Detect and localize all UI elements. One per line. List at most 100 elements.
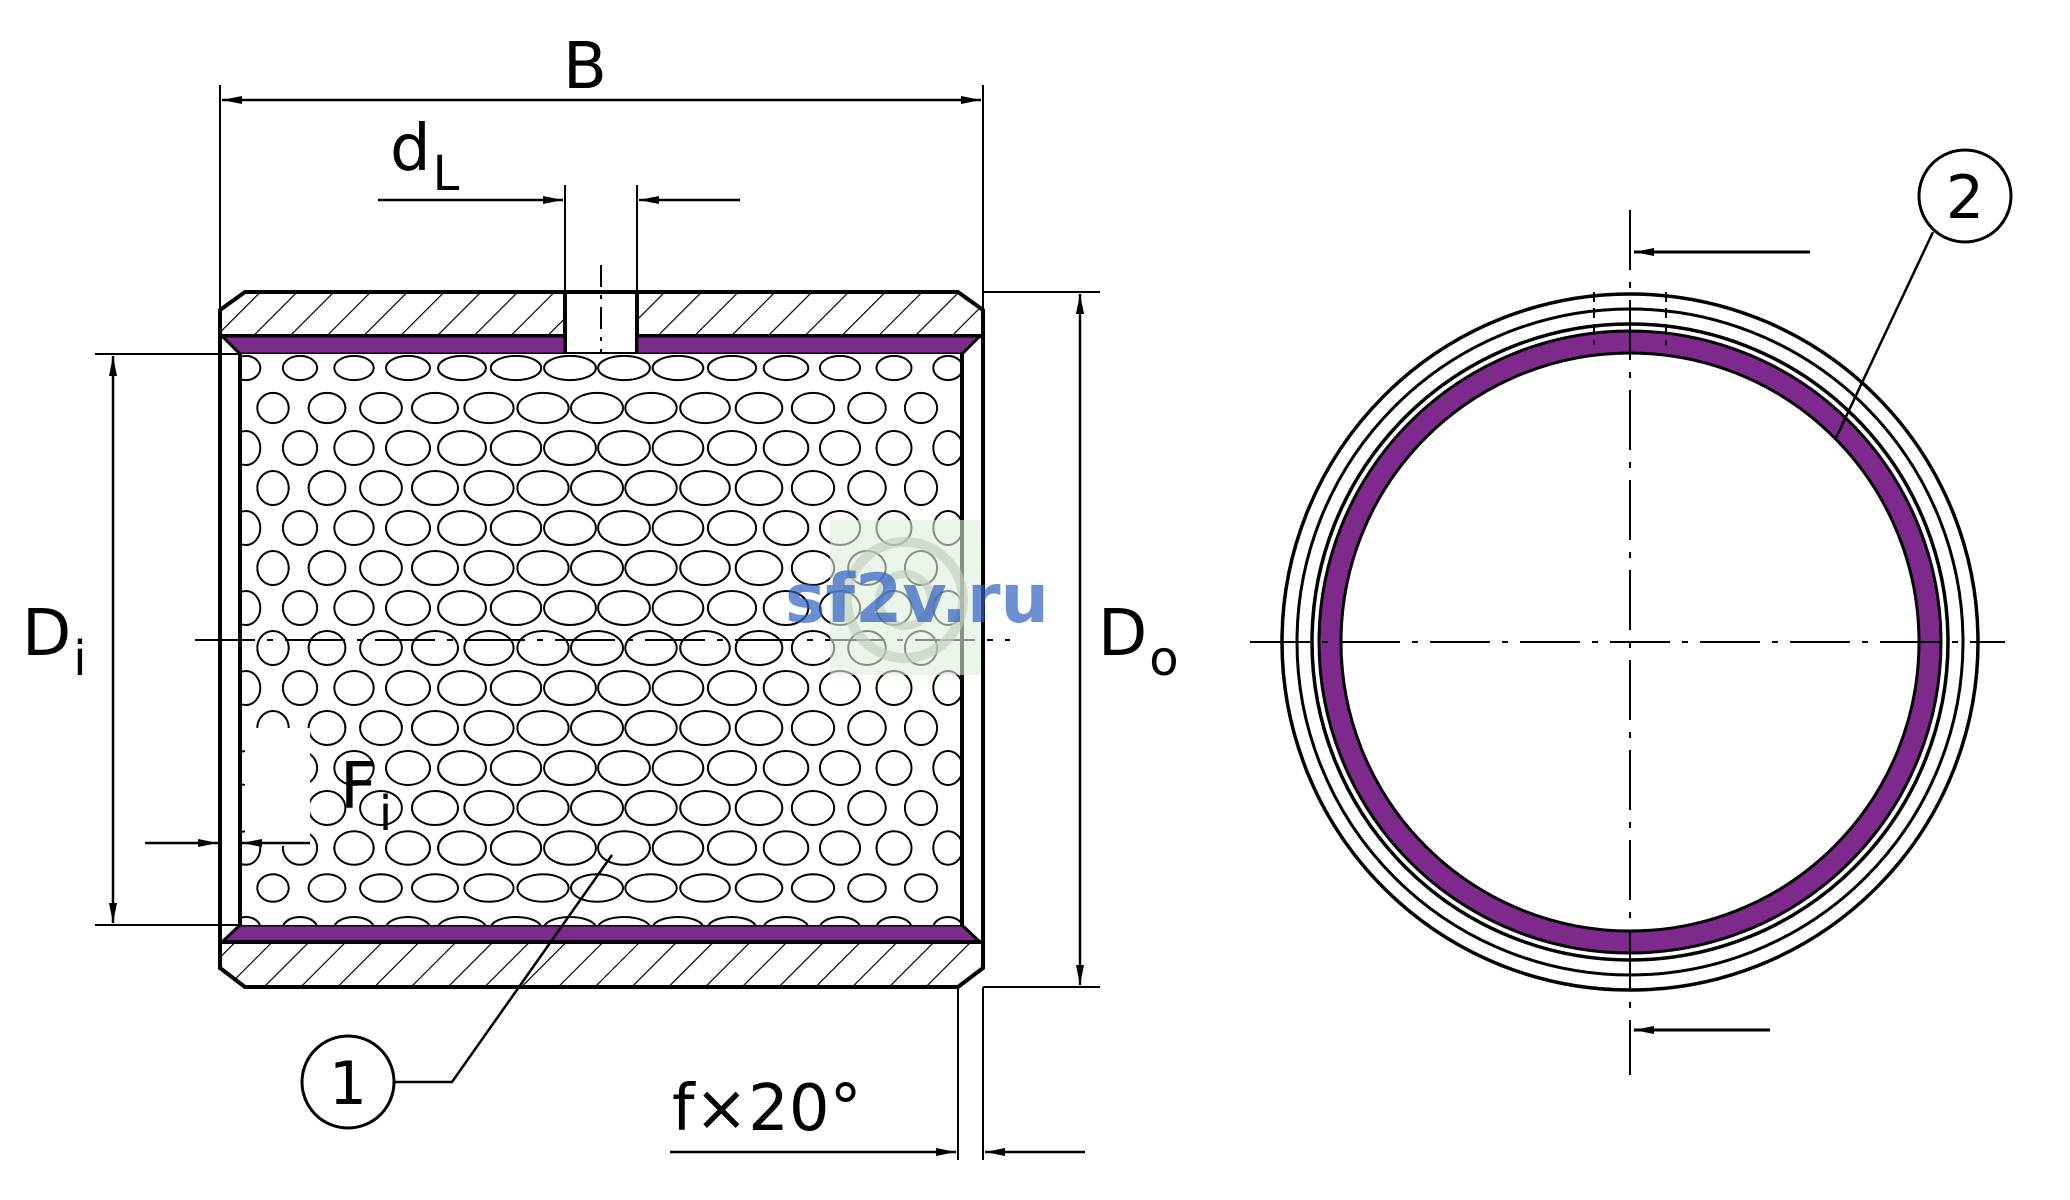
lube-pocket <box>762 750 810 786</box>
lube-pocket <box>240 670 262 706</box>
lube-pocket <box>359 790 403 826</box>
lube-pocket <box>597 830 651 866</box>
lube-pocket <box>679 790 731 826</box>
lube-pocket <box>543 670 597 706</box>
lube-pocket <box>734 630 784 666</box>
lube-pocket <box>359 873 403 903</box>
lube-pocket <box>818 830 862 866</box>
lube-pocket <box>411 720 450 746</box>
lube-pocket <box>543 830 597 866</box>
lube-pocket <box>734 710 784 746</box>
watermark-text: sf2v.ru <box>785 560 1049 639</box>
lube-pocket <box>256 470 290 506</box>
lube-pocket <box>489 670 543 706</box>
lube-pocket <box>597 510 651 546</box>
top-lining-right <box>635 334 984 356</box>
lube-pocket <box>679 630 731 666</box>
lube-pocket <box>359 470 403 506</box>
lube-pocket <box>762 830 810 866</box>
lube-pocket <box>333 916 375 925</box>
lube-pocket <box>734 550 784 586</box>
lube-pocket <box>281 355 319 382</box>
lube-pocket <box>570 550 624 586</box>
lube-pocket <box>875 355 913 382</box>
lube-pocket <box>310 753 319 783</box>
lube-pocket <box>516 710 570 746</box>
section-view <box>195 265 1010 989</box>
lube-pocket <box>624 470 678 506</box>
lube-pocket <box>333 830 375 850</box>
lube-pocket <box>570 790 624 826</box>
lube-pocket <box>624 710 678 746</box>
lube-pocket <box>490 916 542 925</box>
lube-pocket <box>411 630 459 666</box>
lube-pocket <box>489 590 543 626</box>
lube-pocket <box>281 590 319 626</box>
lube-pocket <box>489 830 543 866</box>
outer-chamfer-label: f×20° <box>672 1072 862 1146</box>
lube-pocket <box>489 750 543 786</box>
lube-pocket <box>516 550 570 586</box>
lube-pocket <box>240 355 262 382</box>
lube-pocket <box>763 916 809 925</box>
lube-pocket <box>597 430 651 466</box>
lube-pocket <box>307 873 347 903</box>
lube-pocket <box>706 830 758 866</box>
top-wall-left-hatch <box>218 290 567 338</box>
lube-pocket <box>463 550 515 586</box>
lube-pocket <box>385 750 431 786</box>
lube-pocket <box>597 916 651 925</box>
watermark <box>830 520 980 675</box>
lube-pocket <box>903 710 939 746</box>
lube-pocket <box>624 790 678 826</box>
lube-pocket <box>437 355 487 382</box>
lube-pocket <box>876 916 912 925</box>
lube-pocket <box>489 510 543 546</box>
lube-pocket <box>679 470 731 506</box>
callout-2-leader <box>1833 231 1935 441</box>
lube-pocket <box>359 550 403 586</box>
lube-pocket <box>734 873 784 903</box>
lube-pocket <box>875 750 913 786</box>
lube-pocket <box>875 830 913 866</box>
lube-pocket <box>734 470 784 506</box>
lube-pocket <box>762 510 810 546</box>
lube-pocket <box>679 550 731 586</box>
lube-pocket <box>543 590 597 626</box>
lube-pocket <box>543 750 597 786</box>
lube-pocket <box>875 430 913 466</box>
lube-pocket <box>516 630 570 666</box>
lube-pocket <box>411 550 459 586</box>
lube-pocket <box>819 916 861 925</box>
lube-pocket <box>385 510 431 546</box>
lube-pocket <box>385 830 431 850</box>
lube-pocket <box>847 790 887 826</box>
lube-pocket <box>489 430 543 466</box>
lube-pocket <box>818 750 862 786</box>
lube-pocket <box>333 430 375 466</box>
lube-pocket <box>932 430 960 466</box>
lube-pocket <box>385 430 431 466</box>
lube-pocket <box>437 670 487 706</box>
lube-pocket <box>240 430 262 466</box>
lube-pocket <box>281 430 319 466</box>
lube-pocket <box>240 510 262 546</box>
lube-pocket <box>651 510 705 546</box>
lube-pocket <box>411 873 459 903</box>
inner-diameter-label: Di <box>22 597 87 687</box>
lube-pocket <box>651 430 705 466</box>
lube-pocket <box>679 710 731 746</box>
lube-pocket <box>903 790 939 826</box>
lube-pocket <box>624 630 678 666</box>
lube-pocket <box>790 790 836 826</box>
lube-pocket <box>307 391 347 425</box>
lube-pocket <box>651 670 705 706</box>
lube-pocket <box>847 873 887 903</box>
lube-pocket <box>706 750 758 786</box>
lube-pocket <box>385 590 431 626</box>
lube-pocket <box>790 710 836 746</box>
lube-pocket <box>706 510 758 546</box>
lube-pocket <box>437 832 450 850</box>
lube-pocket <box>359 630 403 666</box>
